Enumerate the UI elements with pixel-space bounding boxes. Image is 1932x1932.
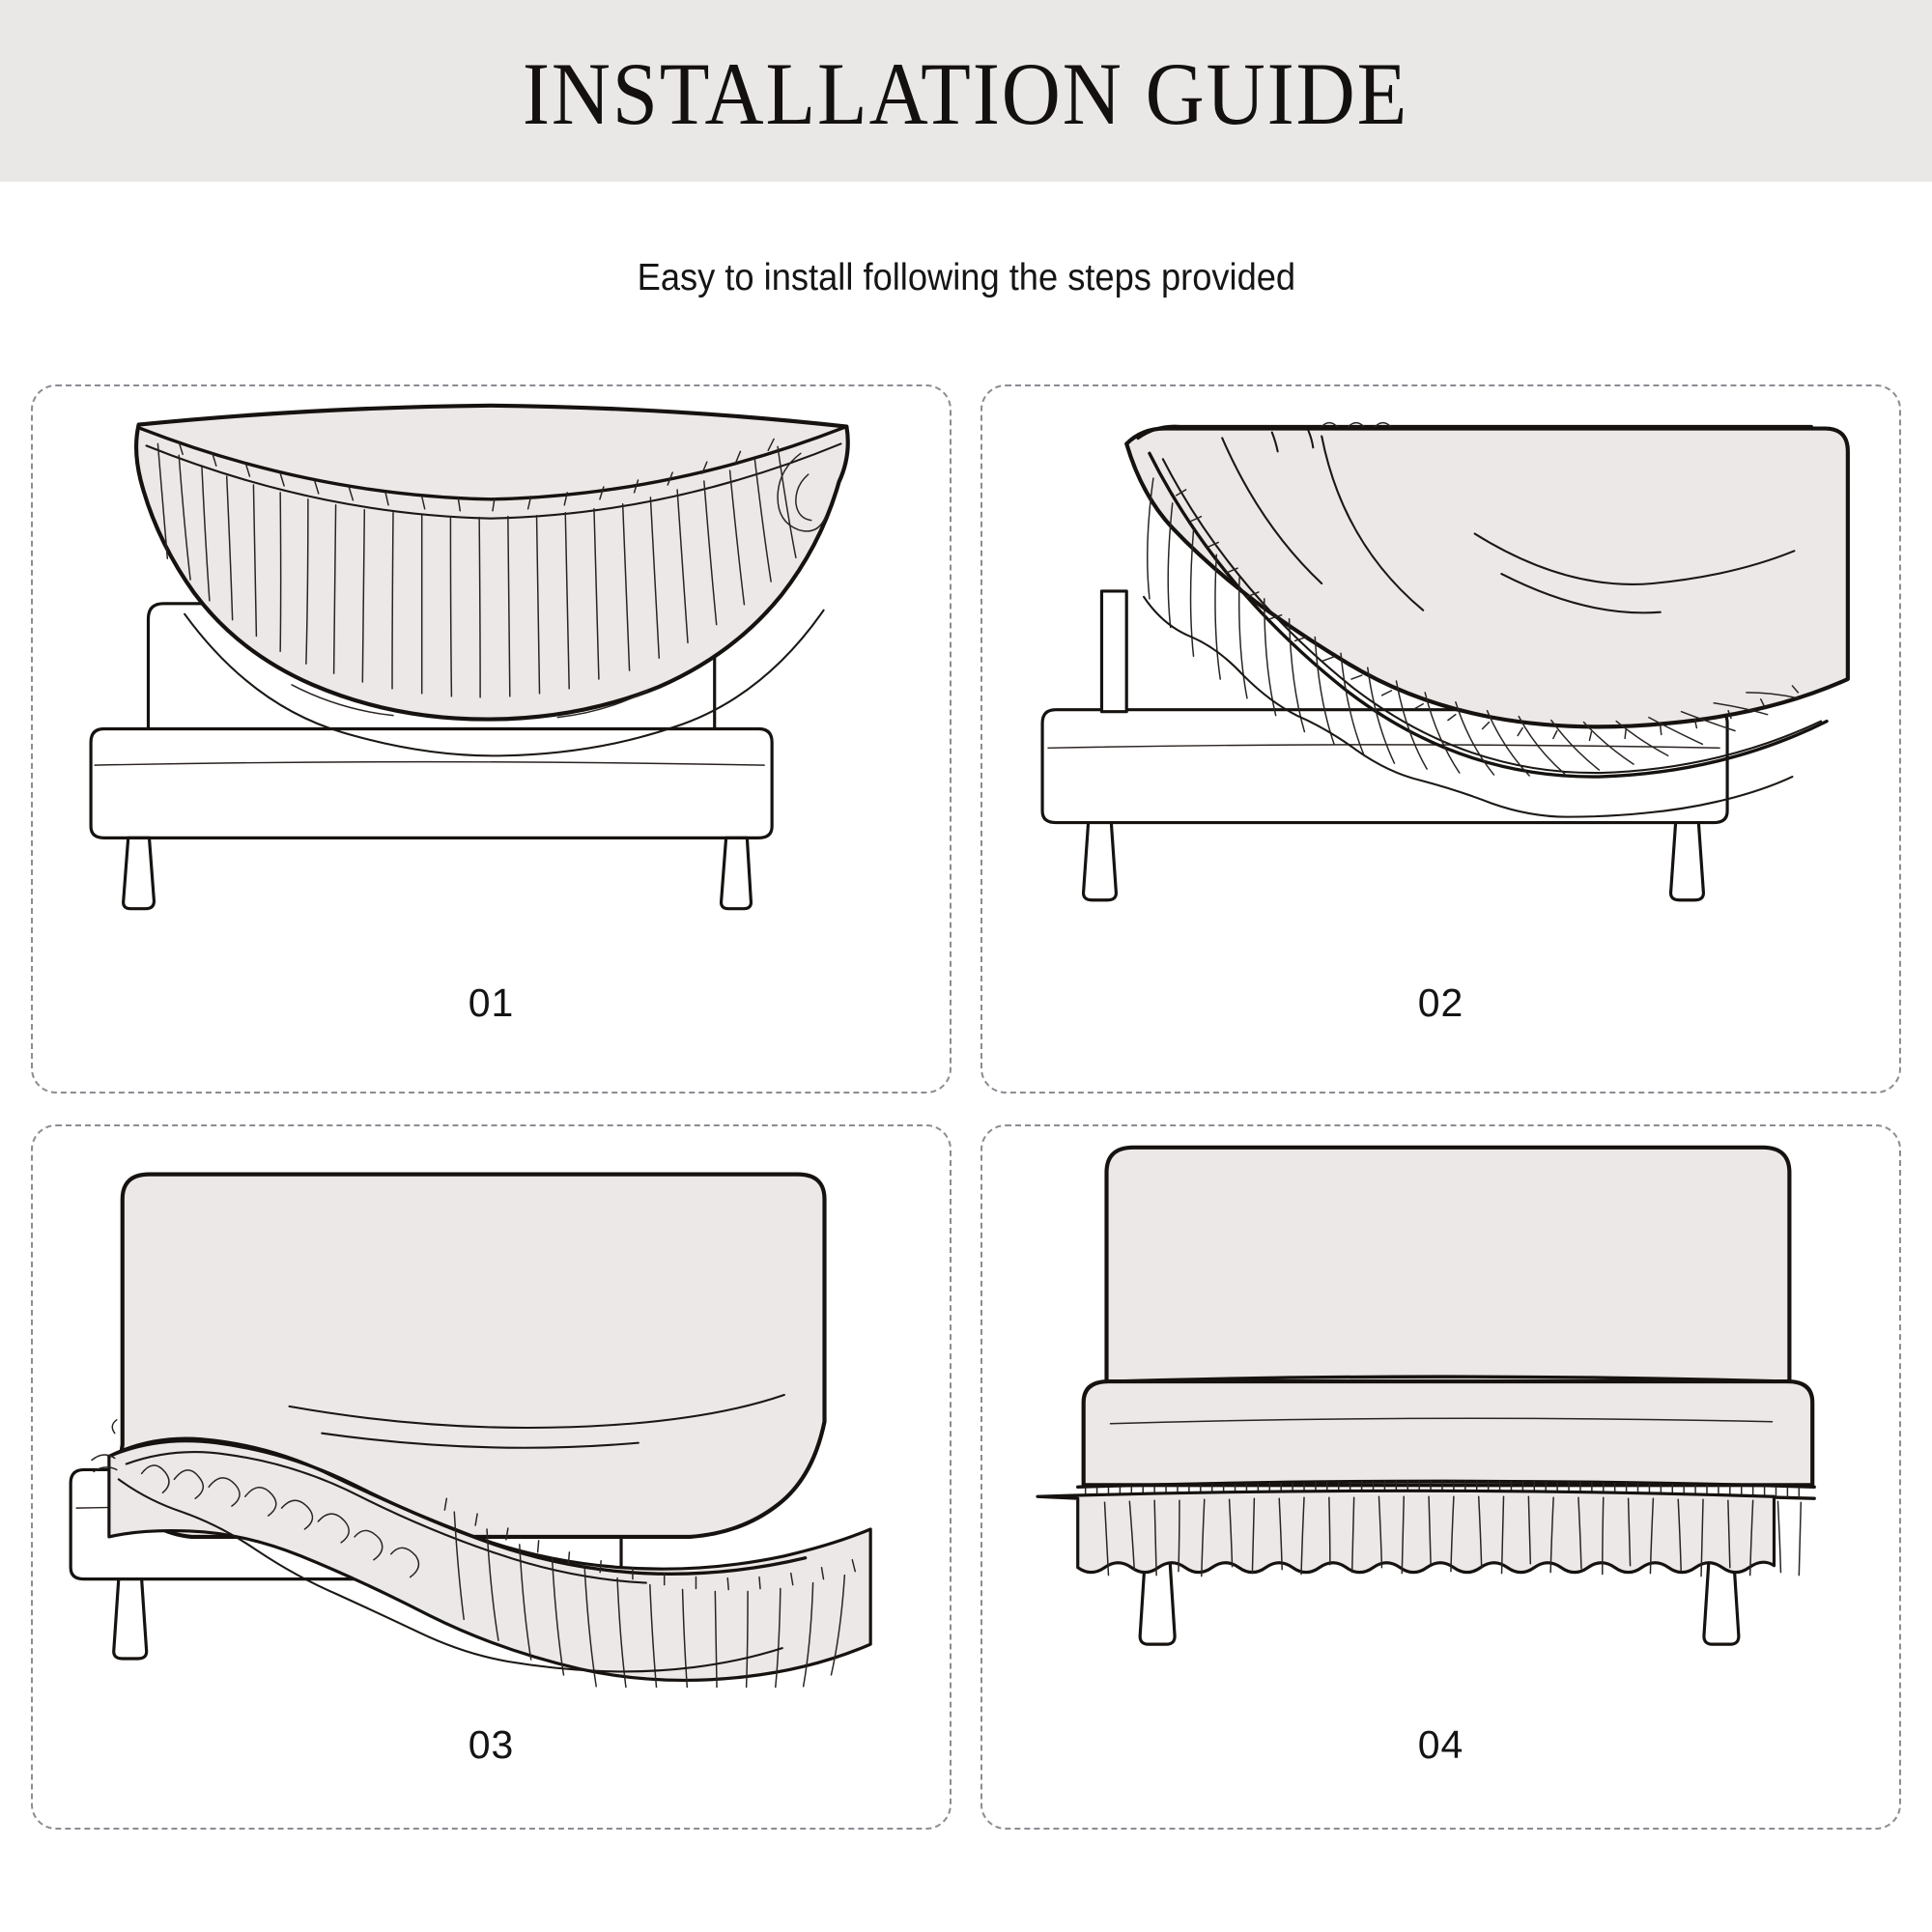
- step-number-01: 01: [468, 980, 515, 1025]
- subtitle-text: Easy to install following the steps prov…: [637, 257, 1295, 298]
- step-number-04: 04: [1417, 1722, 1464, 1767]
- page-title: INSTALLATION GUIDE: [523, 44, 1409, 143]
- subtitle-row: Easy to install following the steps prov…: [0, 182, 1932, 375]
- step-02-illustration: [982, 386, 1899, 936]
- step-number-02: 02: [1417, 980, 1464, 1025]
- step-panel-01: 01: [31, 384, 952, 1094]
- steps-grid: 01: [31, 384, 1901, 1830]
- step-03-illustration: [33, 1126, 950, 1688]
- step-04-illustration: [982, 1126, 1899, 1688]
- step-panel-04: 04: [980, 1124, 1901, 1830]
- step-01-illustration: [33, 386, 950, 936]
- header-band: INSTALLATION GUIDE: [0, 0, 1932, 182]
- step-panel-02: 02: [980, 384, 1901, 1094]
- step-panel-03: 03: [31, 1124, 952, 1830]
- step-number-03: 03: [468, 1722, 515, 1767]
